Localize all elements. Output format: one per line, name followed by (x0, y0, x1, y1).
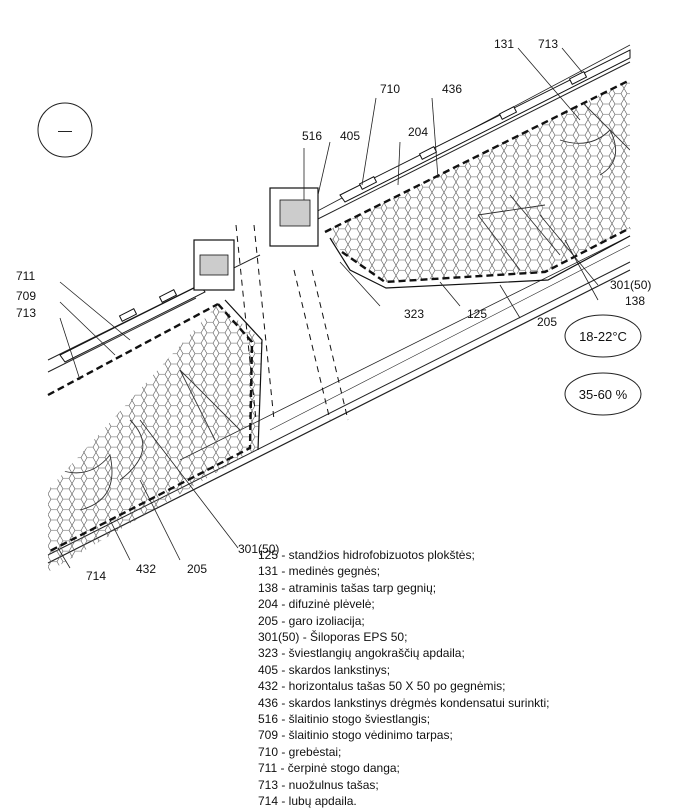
temperature-badge-text: 18-22°C (579, 329, 627, 344)
callout-710: 710 (380, 82, 400, 96)
callout-709: 709 (16, 289, 36, 303)
leader-lines (57, 47, 599, 569)
legend-item: 323 - šviestlangių angokraščių apdaila; (258, 646, 465, 661)
legend-item: 709 - šlaitinio stogo vėdinimo tarpas; (258, 728, 453, 743)
legend-item: 436 - skardos lankstinys drėgmės kondens… (258, 695, 550, 710)
callout-436: 436 (442, 82, 462, 96)
skylight-frame (193, 187, 349, 421)
callout-516: 516 (302, 129, 322, 143)
callout-301-bottom: 301(50) (238, 542, 279, 556)
section-mark-symbol: — (58, 122, 72, 138)
callout-205-bottom: 205 (187, 562, 207, 576)
legend-item: 710 - grebėstai; (258, 744, 342, 759)
callout-138: 138 (625, 294, 645, 308)
callout-713-top: 713 (538, 37, 558, 51)
legend-item: 713 - nuožulnus tašas; (258, 777, 379, 792)
legend-item: 516 - šlaitinio stogo šviestlangis; (258, 712, 431, 727)
legend-item: 205 - garo izoliacija; (258, 613, 365, 628)
legend-item: 711 - čerpinė stogo danga; (258, 761, 400, 776)
legend-item: 131 - medinės gegnės; (258, 564, 381, 579)
humidity-badge: 35-60 % (564, 372, 642, 416)
callout-205-right: 205 (537, 315, 557, 329)
callout-323: 323 (404, 307, 424, 321)
insulation-block-left (47, 299, 263, 572)
legend-item: 405 - skardos lankstinys; (258, 662, 391, 677)
legend-item: 125 - standžios hidrofobizuotos plokštės… (258, 548, 475, 562)
legend: 125 - standžios hidrofobizuotos plokštės… (258, 547, 549, 810)
callout-711: 711 (16, 269, 35, 283)
legend-item: 714 - lubų apdaila. (258, 794, 357, 809)
legend-item: 432 - horizontalus tašas 50 X 50 po gegn… (258, 679, 506, 694)
callout-131: 131 (494, 37, 514, 51)
callouts: 131 713 710 436 516 405 204 711 709 713 … (16, 37, 651, 583)
callout-713-left: 713 (16, 306, 36, 320)
roof-tiles (59, 49, 631, 363)
humidity-badge-text: 35-60 % (579, 387, 628, 402)
callout-125: 125 (467, 307, 487, 321)
callout-405: 405 (340, 129, 360, 143)
legend-item: 138 - atraminis tašas tarp gegnių; (258, 580, 437, 595)
callout-204: 204 (408, 125, 428, 139)
callout-301-right: 301(50) (610, 278, 651, 292)
section-mark: — (37, 102, 93, 158)
temperature-badge: 18-22°C (564, 314, 642, 358)
legend-item: 204 - difuzinė plėvelė; (258, 597, 375, 612)
callout-714: 714 (86, 569, 106, 583)
callout-432: 432 (136, 562, 156, 576)
legend-item: 301(50) - Šiloporas EPS 50; (258, 630, 408, 645)
